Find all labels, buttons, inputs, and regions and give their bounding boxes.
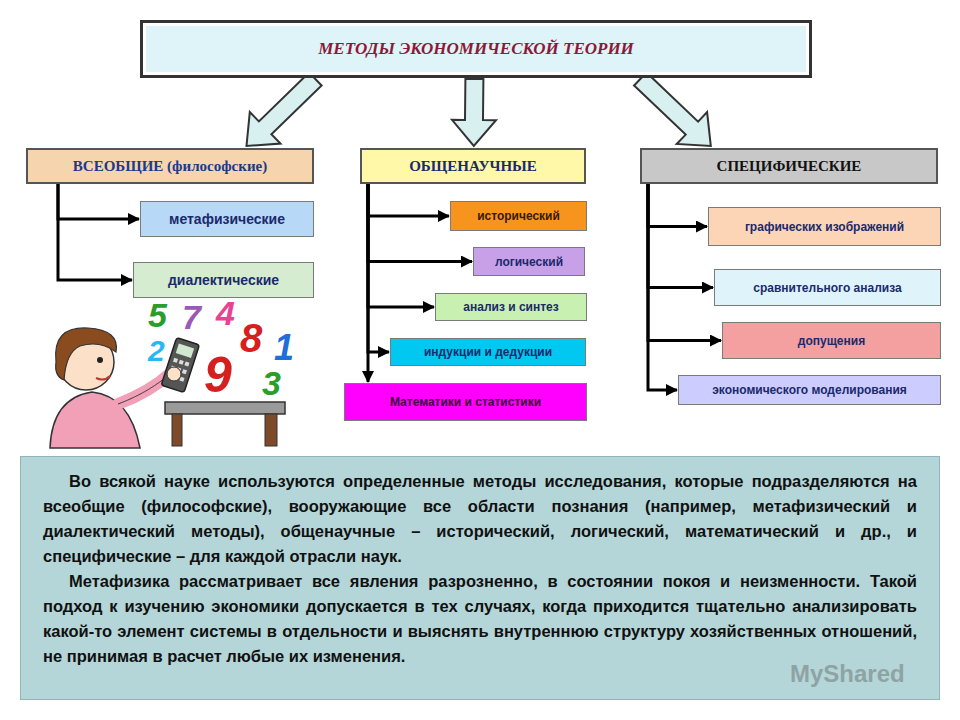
connector bbox=[367, 184, 370, 382]
category-box: ОБЩЕНАУЧНЫЕ bbox=[360, 148, 586, 184]
connector bbox=[648, 184, 713, 288]
method-box: графических изображений bbox=[708, 207, 941, 246]
box-label: допущения bbox=[798, 334, 865, 348]
box-label: логический bbox=[495, 255, 563, 269]
connector bbox=[648, 184, 677, 390]
method-box: метафизические bbox=[140, 201, 314, 237]
digit: 1 bbox=[274, 330, 294, 366]
block-arrow bbox=[247, 73, 322, 147]
connector bbox=[368, 184, 389, 352]
method-box: экономического моделирования bbox=[678, 375, 941, 405]
connector bbox=[58, 184, 139, 219]
box-label: индукции и дедукции bbox=[424, 345, 552, 359]
paragraph: Во всякой науке используются определенны… bbox=[43, 469, 917, 569]
method-box: допущения bbox=[722, 322, 941, 359]
box-label: диалектические bbox=[168, 272, 279, 288]
box-label: Математики и статистики bbox=[390, 395, 541, 409]
method-box: индукции и дедукции bbox=[390, 338, 586, 366]
box-label: СПЕЦИФИЧЕСКИЕ bbox=[717, 158, 862, 175]
digit: 9 bbox=[204, 350, 232, 400]
box-label: анализ и синтез bbox=[463, 300, 558, 314]
box-label: сравнительного анализа bbox=[753, 281, 901, 295]
category-box: ВСЕОБЩИЕ (философские) bbox=[26, 148, 314, 184]
box-label: МЕТОДЫ ЭКОНОМИЧЕСКОЙ ТЕОРИИ bbox=[318, 39, 634, 59]
method-box: Математики и статистики bbox=[344, 383, 587, 421]
box-label: метафизические bbox=[169, 211, 285, 227]
connector bbox=[648, 184, 707, 227]
box-label: графических изображений bbox=[745, 220, 904, 234]
digit: 5 bbox=[148, 298, 167, 332]
box-label: ВСЕОБЩИЕ (философские) bbox=[73, 158, 267, 175]
box-label: экономического моделирования bbox=[712, 383, 907, 397]
method-box: исторический bbox=[450, 201, 587, 231]
block-arrow bbox=[452, 79, 496, 146]
category-box: СПЕЦИФИЧЕСКИЕ bbox=[640, 148, 938, 184]
digit: 2 bbox=[148, 336, 165, 366]
digit: 3 bbox=[262, 366, 281, 400]
block-arrow bbox=[634, 73, 711, 147]
method-box: логический bbox=[473, 247, 585, 276]
method-box: сравнительного анализа bbox=[714, 269, 941, 306]
connector bbox=[368, 184, 434, 307]
method-box: анализ и синтез bbox=[435, 293, 587, 321]
digit: 8 bbox=[240, 318, 262, 358]
connector bbox=[58, 184, 132, 280]
method-box: диалектические bbox=[133, 262, 314, 298]
watermark: MyShared bbox=[790, 662, 905, 686]
paragraph: Метафизика рассматривает все явления раз… bbox=[43, 569, 917, 669]
title-box: МЕТОДЫ ЭКОНОМИЧЕСКОЙ ТЕОРИИ bbox=[140, 20, 812, 78]
box-label: исторический bbox=[477, 209, 560, 223]
digit: 7 bbox=[182, 300, 201, 334]
box-label: ОБЩЕНАУЧНЫЕ bbox=[409, 158, 537, 175]
connector bbox=[368, 184, 449, 216]
digit: 4 bbox=[216, 296, 235, 330]
